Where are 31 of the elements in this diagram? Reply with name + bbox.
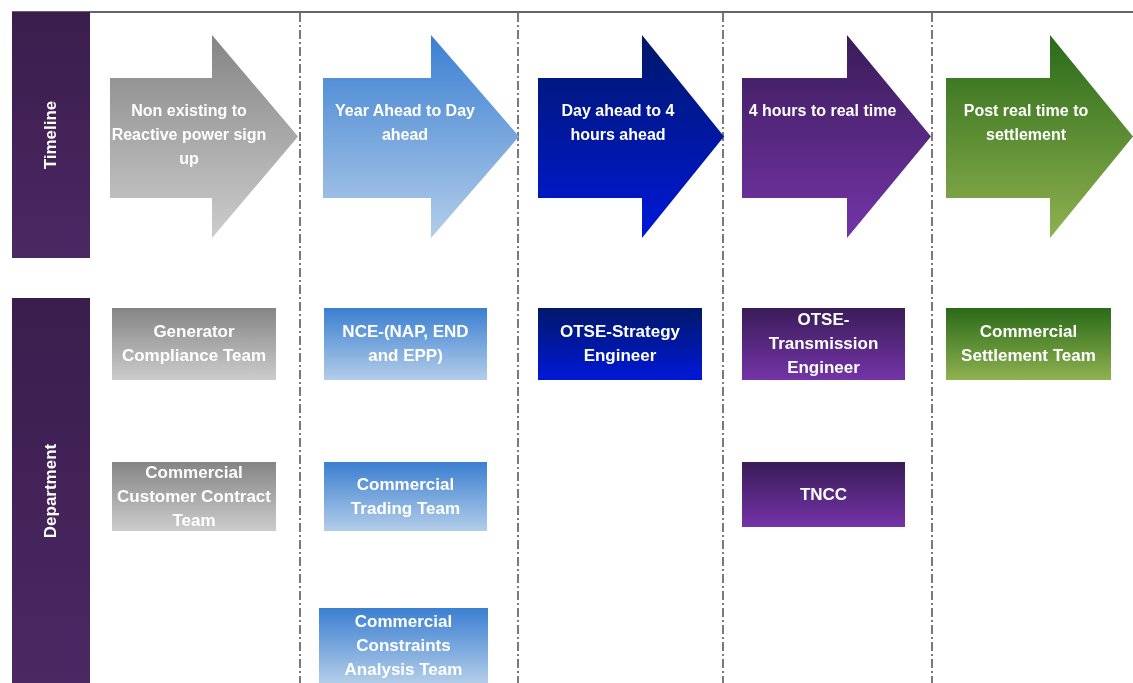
team-box <box>324 462 487 531</box>
team-box <box>538 308 702 380</box>
phase-banner <box>323 35 519 238</box>
team-box <box>742 462 905 527</box>
stage-label: Post real time to settlement <box>962 101 1090 145</box>
team-label: OTSE-Transmission Engineer <box>767 309 880 379</box>
lane-title: Timeline <box>40 100 61 170</box>
team-box <box>946 308 1111 380</box>
stage-label: 4 hours to real time <box>747 101 898 121</box>
team-label: Commercial Settlement Team <box>960 321 1097 367</box>
lane-title: Department <box>40 443 61 538</box>
phase-banner <box>742 35 931 238</box>
team-box <box>319 608 488 683</box>
team-box <box>112 308 276 380</box>
phase-banner <box>946 35 1133 238</box>
team-label: NCE-(NAP, END and EPP) <box>341 321 470 367</box>
team-label: Commercial Customer Contract Team <box>116 461 272 532</box>
team-box <box>742 308 905 380</box>
stage-label: Year Ahead to Day ahead <box>334 101 476 145</box>
team-label: Generator Compliance Team <box>120 321 268 367</box>
team-label: OTSE-Strategy Engineer <box>559 321 681 367</box>
team-box <box>324 308 487 380</box>
team-label: TNCC <box>799 483 848 506</box>
phase-banner <box>538 35 724 238</box>
swimlane-header <box>12 12 90 258</box>
stage-label: Non existing to Reactive power sign up <box>110 101 268 169</box>
team-label: Commercial Constraints Analysis Team <box>343 610 464 681</box>
stage-label: Day ahead to 4 hours ahead <box>560 101 676 145</box>
swimlane-header <box>12 298 90 683</box>
phase-banner <box>110 35 298 238</box>
team-label: Commercial Trading Team <box>349 473 462 520</box>
